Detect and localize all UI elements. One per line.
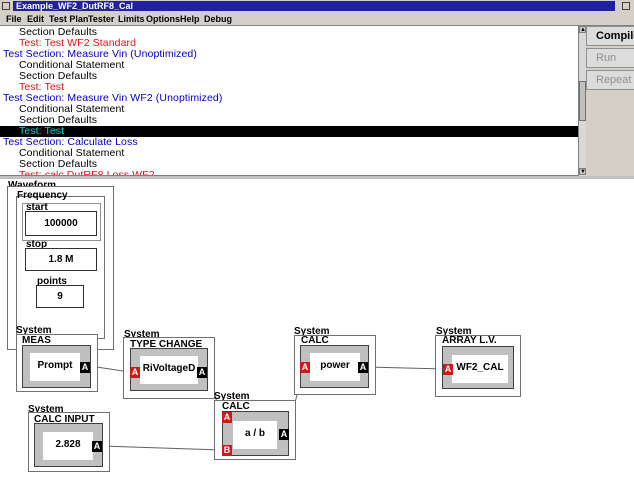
- type-change-system-label: System: [124, 329, 160, 340]
- points-label: points: [37, 276, 67, 287]
- list-item[interactable]: Section Defaults: [19, 70, 98, 82]
- menu-debug[interactable]: Debug: [204, 14, 232, 24]
- list-item[interactable]: Conditional Statement: [19, 103, 125, 115]
- list-item[interactable]: Test: Test: [19, 81, 65, 93]
- stop-label: stop: [26, 239, 48, 250]
- type-change-output-port[interactable]: A: [197, 367, 207, 378]
- maximize-icon[interactable]: [622, 2, 630, 10]
- scroll-up-icon[interactable]: ▲: [579, 26, 586, 33]
- calc-power-value: power: [310, 353, 360, 381]
- waveform-label: Waveform: [8, 181, 56, 191]
- type-change-name-label: TYPE CHANGE: [130, 339, 203, 350]
- array-input-port[interactable]: A: [443, 364, 453, 375]
- calc-ab-input-b-port[interactable]: B: [222, 445, 232, 456]
- calc-input-value: 2.828: [43, 432, 93, 460]
- menu-file[interactable]: File: [6, 14, 22, 24]
- list-item[interactable]: Test: Test WF2 Standard: [19, 37, 137, 49]
- calc-ab-output-port[interactable]: A: [279, 429, 289, 440]
- menu-tester[interactable]: Tester: [88, 14, 115, 24]
- array-system-label: System: [436, 326, 472, 337]
- window-menu-icon[interactable]: [2, 2, 10, 10]
- compile-button[interactable]: Compile: [586, 26, 634, 46]
- array-name-label: ARRAY L.V.: [442, 335, 497, 346]
- calc-ab-value: a / b: [233, 421, 277, 449]
- run-button[interactable]: Run: [586, 48, 634, 68]
- test-list-scrollbar[interactable]: ▲ ▼: [578, 26, 586, 176]
- test-section-row[interactable]: Test Section: Measure Vin WF2 (Unoptimiz…: [3, 92, 223, 104]
- window-title: Example_WF2_DutRF8_Cal: [13, 1, 615, 11]
- frequency-label: Frequency: [17, 190, 68, 201]
- test-section-row[interactable]: Test Section: Calculate Loss: [3, 136, 138, 148]
- stop-value[interactable]: 1.8 M: [25, 248, 97, 271]
- list-item[interactable]: Test: calc DutRF8 Loss WF2: [19, 169, 155, 176]
- block-diagram: Waveform Frequency start 100000 stop 1.8…: [0, 179, 634, 483]
- scroll-thumb[interactable]: [579, 81, 586, 121]
- test-section-row[interactable]: Test Section: Measure Vin (Unoptimized): [3, 48, 197, 60]
- points-value[interactable]: 9: [36, 285, 84, 308]
- menu-bar: File Edit Test Plan Tester Limits Option…: [0, 12, 634, 26]
- wire-input-to-calc-b: [101, 445, 223, 451]
- meas-system-label: System: [16, 325, 52, 336]
- meas-output-port[interactable]: A: [80, 362, 90, 373]
- list-item[interactable]: Test: Test: [0, 126, 578, 137]
- list-item[interactable]: Section Defaults: [19, 158, 98, 170]
- list-item[interactable]: Conditional Statement: [19, 147, 125, 159]
- calc-ab-input-a-port[interactable]: A: [222, 412, 232, 423]
- repeat-button[interactable]: Repeat: [586, 70, 634, 90]
- menu-help[interactable]: Help: [180, 14, 200, 24]
- start-value[interactable]: 100000: [25, 211, 97, 236]
- menu-edit[interactable]: Edit: [27, 14, 44, 24]
- meas-name-label: MEAS: [22, 335, 51, 346]
- menu-options[interactable]: Options: [146, 14, 180, 24]
- calc-power-system-label: System: [294, 326, 330, 337]
- calc-input-output-port[interactable]: A: [92, 441, 102, 452]
- wire-power-to-array: [367, 366, 446, 370]
- array-value: WF2_CAL: [452, 355, 508, 383]
- menu-limits[interactable]: Limits: [118, 14, 145, 24]
- type-change-input-port[interactable]: A: [130, 367, 140, 378]
- title-bar: Example_WF2_DutRF8_Cal: [0, 0, 634, 12]
- type-change-value: RiVoltageD: [140, 356, 198, 384]
- list-item[interactable]: Section Defaults: [19, 26, 98, 38]
- menu-test-plan[interactable]: Test Plan: [49, 14, 89, 24]
- list-item[interactable]: Conditional Statement: [19, 59, 125, 71]
- calc-power-output-port[interactable]: A: [358, 362, 368, 373]
- meas-value: Prompt: [30, 353, 80, 381]
- start-label: start: [26, 202, 48, 213]
- calc-ab-name-label: CALC: [222, 401, 250, 412]
- calc-input-name-label: CALC INPUT: [34, 414, 95, 425]
- list-item[interactable]: Section Defaults: [19, 114, 98, 126]
- pane-divider[interactable]: [0, 176, 634, 179]
- calc-ab-system-label: System: [214, 391, 250, 402]
- side-button-panel: Compile Run Repeat: [586, 26, 634, 176]
- scroll-down-icon[interactable]: ▼: [579, 168, 586, 175]
- calc-input-system-label: System: [28, 404, 64, 415]
- calc-power-name-label: CALC: [301, 335, 329, 346]
- calc-power-input-port[interactable]: A: [300, 362, 310, 373]
